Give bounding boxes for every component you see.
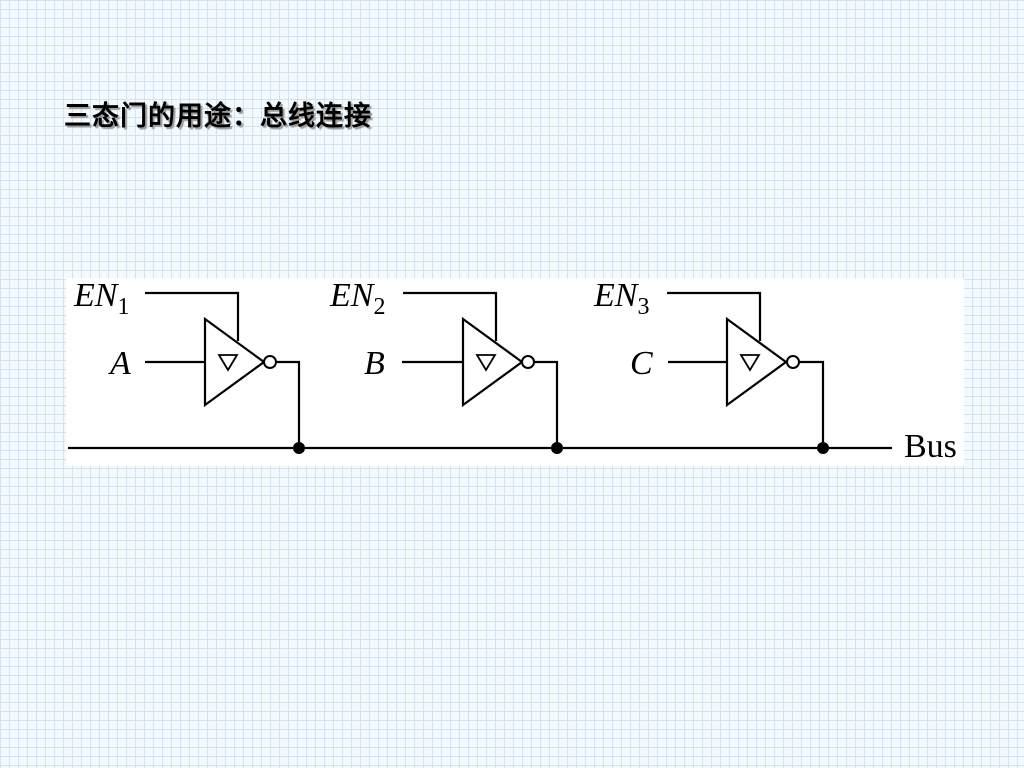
enable-label-3-main: EN [593,277,640,314]
output-wire-3 [799,360,825,448]
buffer-triangle-3 [725,316,788,408]
enable-label-2-main: EN [329,277,376,314]
tristate-gate-1: EN1 A [73,277,305,454]
enable-wire-2 [403,291,498,341]
bus-label: Bus [904,428,957,465]
bus-junction-3 [817,442,829,454]
inverter-bubble-2 [521,355,535,369]
tristate-symbol-3 [739,354,761,372]
enable-wire-3 [667,291,762,341]
output-wire-2 [534,360,559,448]
input-label-3: C [630,345,653,382]
bus-junction-2 [551,442,563,454]
enable-wire-1 [145,291,240,341]
buffer-triangle-2 [461,316,524,408]
enable-label-2-subscript: 2 [373,294,385,320]
enable-label-1-main: EN [73,277,120,314]
buffer-triangle-1 [203,316,266,408]
tristate-symbol-1 [217,354,239,372]
enable-label-3-subscript: 3 [637,294,649,320]
inverter-bubble-3 [786,355,800,369]
input-label-1: A [108,345,131,382]
enable-label-1-subscript: 1 [117,294,129,320]
enable-label-2: EN2 [329,277,385,320]
slide-title: 三态门的用途：总线连接 [64,101,372,132]
bus-junction-1 [293,442,305,454]
inverter-bubble-1 [263,355,277,369]
tristate-gate-2: EN2 B [329,277,563,454]
input-label-2: B [364,345,385,382]
tristate-symbol-2 [475,354,497,372]
enable-label-1: EN1 [73,277,129,320]
output-wire-1 [276,360,301,448]
enable-label-3: EN3 [593,277,649,320]
tristate-gate-3: EN3 C [593,277,829,454]
